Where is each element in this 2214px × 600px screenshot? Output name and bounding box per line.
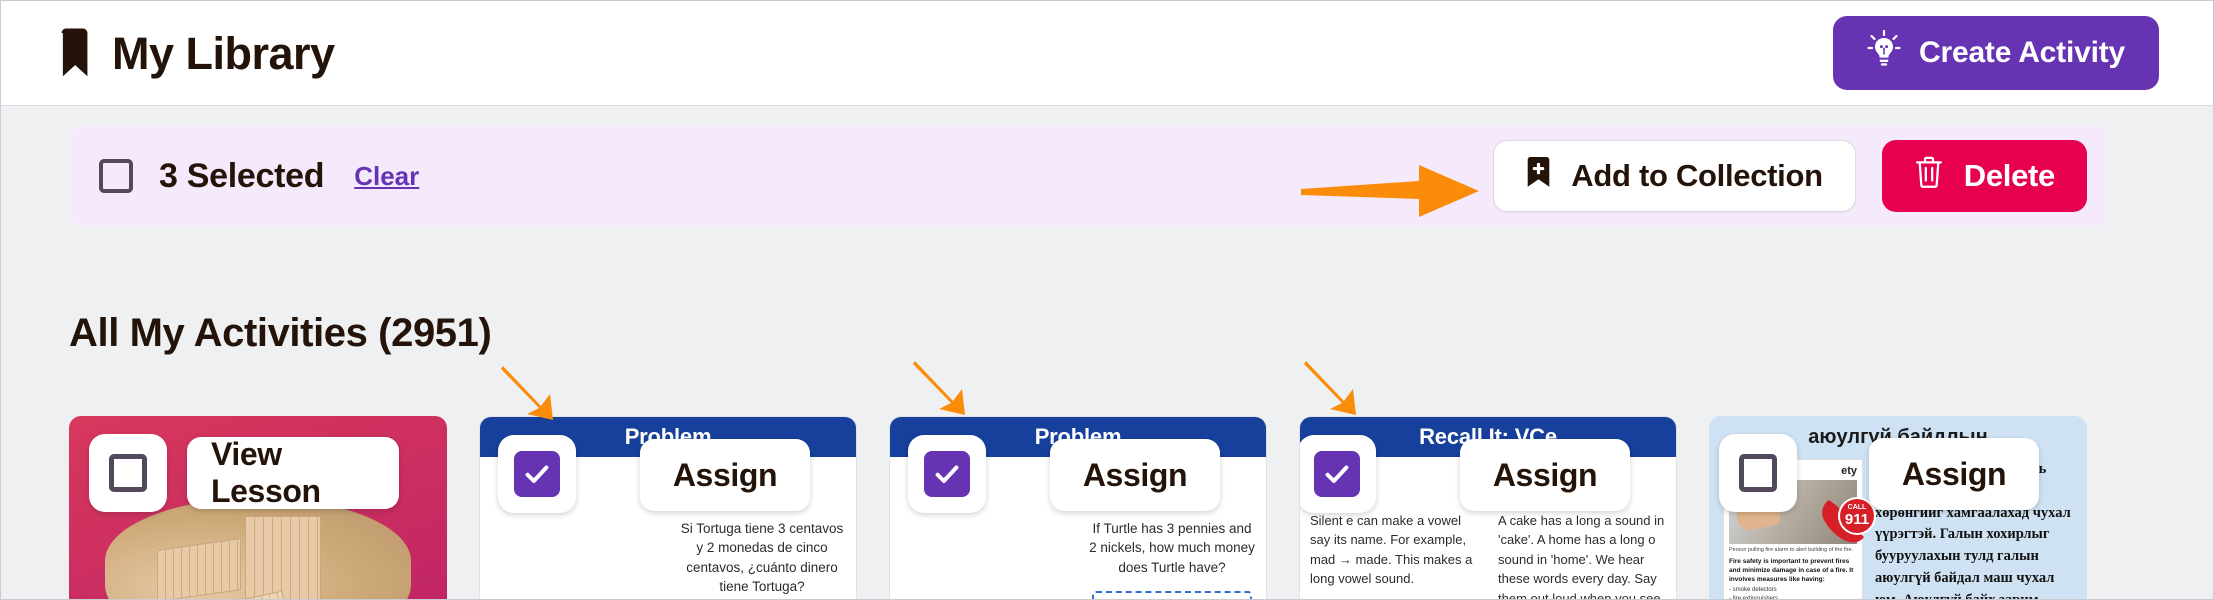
worksheet-prompt: If Turtle has 3 pennies and 2 nickels, h… (1089, 520, 1255, 575)
create-activity-label: Create Activity (1919, 36, 2125, 69)
card-checkbox[interactable] (1300, 435, 1376, 513)
add-to-collection-label: Add to Collection (1571, 158, 1823, 193)
view-lesson-label: View Lesson (211, 436, 321, 509)
trash-icon (1914, 155, 1944, 197)
arrow-to-card-2-checkbox (501, 364, 561, 422)
assign-label: Assign (1082, 456, 1188, 493)
assign-button[interactable]: Assign (1050, 439, 1220, 511)
call-911-badge-icon: CALL 911 (1822, 497, 1876, 543)
worksheet-answer-input[interactable]: T (1092, 591, 1252, 599)
card-checkbox[interactable] (498, 435, 576, 513)
worksheet-prompt: Si Tortuga tiene 3 centavos y 2 monedas … (680, 520, 844, 595)
worksheet-right-column: R A cake has a long a sound in 'cake'. A… (1488, 457, 1676, 600)
checkbox-checked-icon (1314, 451, 1360, 497)
checkbox-unchecked-icon (109, 454, 147, 492)
header-left-group: My Library (59, 27, 335, 79)
selected-count-label: 3 Selected (159, 156, 325, 195)
create-activity-button[interactable]: Create Activity (1833, 16, 2159, 90)
recall-right-text: A cake has a long a sound in 'cake'. A h… (1498, 512, 1665, 600)
selection-toolbar: 3 Selected Clear Add to Collection (69, 126, 2109, 226)
activity-card[interactable]: Problem ckels If Turtle has 3 pennies an… (889, 416, 1267, 599)
checkbox-checked-icon (514, 451, 560, 497)
checkbox-unchecked-icon (1739, 454, 1777, 492)
activity-card[interactable]: Add and Subtract View Lesson (69, 416, 447, 599)
delete-button[interactable]: Delete (1881, 140, 2087, 212)
arrow-to-card-3-checkbox (913, 359, 973, 417)
selection-actions-group: Add to Collection Delete (1493, 140, 2087, 212)
activity-card[interactable]: аюулгүй байдлын ety CALL 911 (1709, 416, 2087, 600)
selection-info-group: 3 Selected Clear (99, 157, 419, 196)
assign-button[interactable]: Assign (1869, 438, 2039, 510)
worksheet-right-column: ckels If Turtle has 3 pennies and 2 nick… (1078, 457, 1266, 599)
card-checkbox[interactable] (908, 435, 986, 513)
arrow-to-card-4-checkbox (1304, 359, 1364, 417)
assign-button[interactable]: Assign (1460, 439, 1630, 511)
card-checkbox[interactable] (89, 434, 167, 512)
document-subtitle: Fire safety is important to prevent fire… (1729, 558, 1854, 583)
delete-label: Delete (1963, 158, 2056, 193)
select-all-checkbox[interactable] (99, 159, 133, 193)
bookmark-plus-icon (1526, 156, 1551, 196)
svg-text:CALL: CALL (1848, 504, 1867, 511)
activity-card[interactable]: Problem o cen Si Tortuga tiene 3 centavo… (479, 416, 857, 599)
view-lesson-button[interactable]: View Lesson (187, 436, 399, 509)
bookmark-icon (59, 27, 90, 79)
activity-card-grid: Add and Subtract View Lesson Problem o c… (69, 416, 2189, 600)
assign-label: Assign (672, 456, 778, 493)
lightbulb-icon (1867, 29, 1901, 76)
worksheet-left-column: e re Silent e can make a vowel say its n… (1300, 457, 1488, 599)
lesson-photo (105, 498, 411, 599)
document-thumb-title: ety (1841, 465, 1857, 477)
checkbox-checked-icon (924, 451, 970, 497)
document-caption: Person pulling fire alarm to alert build… (1729, 547, 1854, 553)
app-header: My Library (1, 1, 2213, 106)
card-checkbox[interactable] (1719, 434, 1797, 512)
section-title: All My Activities (2951) (69, 311, 492, 355)
recall-left-text: Silent e can make a vowel say its name. … (1310, 512, 1473, 587)
assign-label: Assign (1492, 456, 1598, 493)
clear-selection-link[interactable]: Clear (354, 160, 420, 191)
page-title: My Library (112, 27, 335, 79)
activity-card[interactable]: Recall It: VCe e re Silent e can make a … (1299, 416, 1677, 600)
document-list: - smoke detectors - fire extinguishers -… (1729, 587, 1779, 600)
svg-text:911: 911 (1845, 511, 1869, 528)
add-to-collection-button[interactable]: Add to Collection (1493, 140, 1856, 212)
assign-label: Assign (1901, 455, 2007, 492)
assign-button[interactable]: Assign (640, 439, 810, 511)
